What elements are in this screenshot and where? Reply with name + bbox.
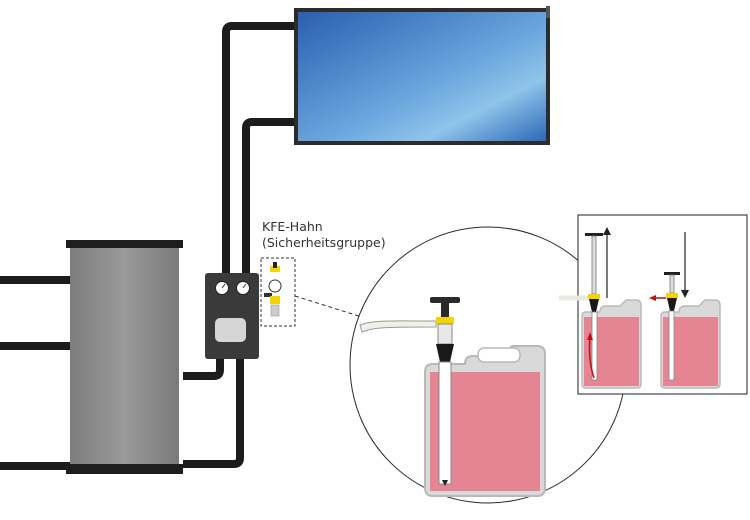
inset-jug-right (649, 232, 721, 389)
pump-station (205, 273, 259, 359)
solar-collector (294, 6, 550, 145)
station-to-tank-pipe-lower (183, 356, 244, 468)
pump-display (215, 318, 246, 342)
fill-hose (359, 320, 437, 333)
kfe-label-title: KFE-Hahn (262, 219, 323, 234)
operation-inset (559, 214, 748, 395)
detail-circle (349, 226, 627, 504)
pump-tube (438, 361, 452, 485)
inset-jug-left (559, 227, 642, 389)
kfe-label-subtitle: (Sicherheitsgruppe) (262, 235, 386, 250)
valve-gauge-icon (268, 279, 282, 293)
station-to-tank-pipe-upper (183, 356, 224, 380)
detail-connector-line (294, 295, 366, 319)
pipes (0, 22, 298, 470)
kfe-valve (260, 257, 296, 327)
collector-return-pipe (242, 118, 298, 276)
collector-supply-pipe (222, 22, 298, 276)
storage-tank (66, 240, 183, 474)
